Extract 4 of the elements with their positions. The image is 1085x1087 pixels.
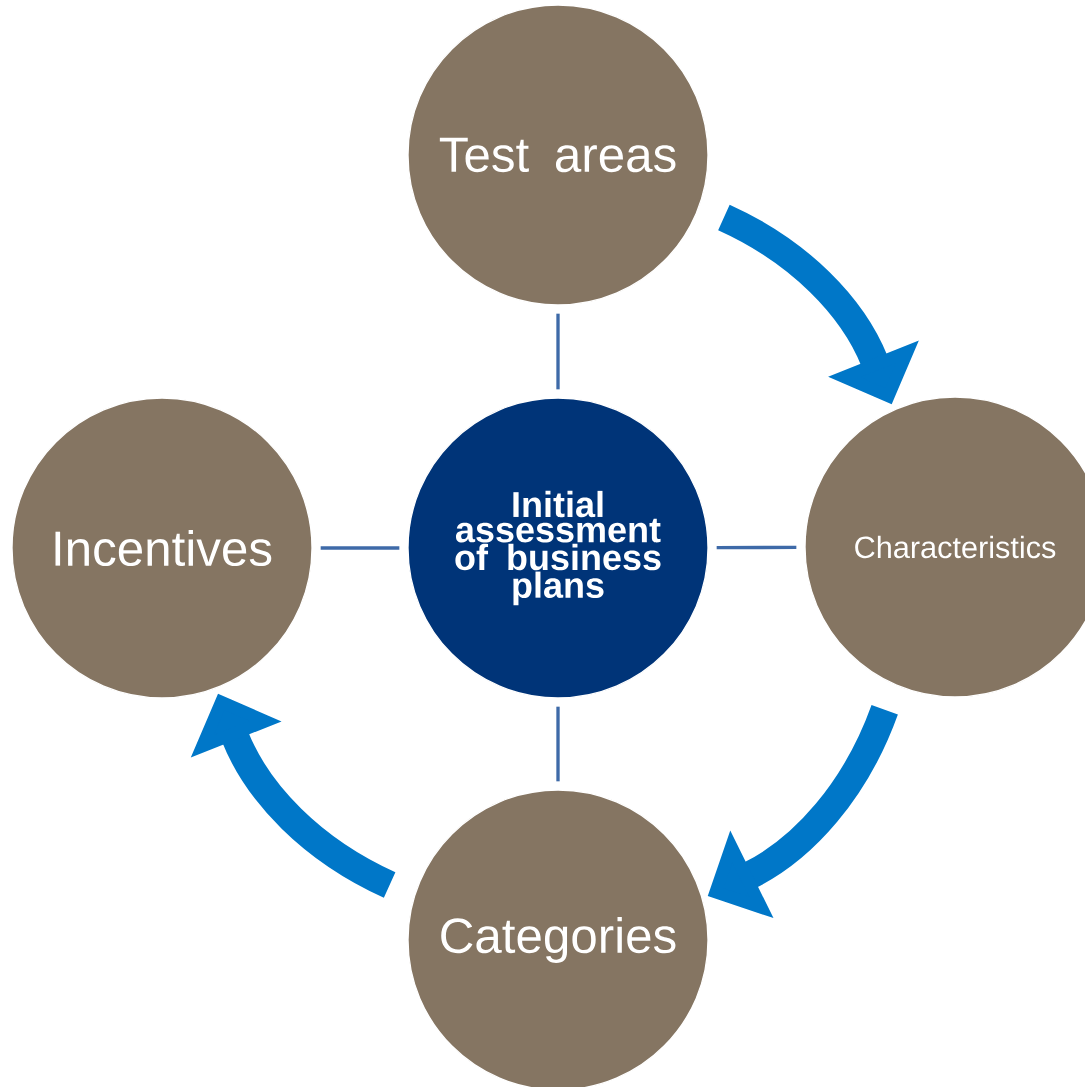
connector-line <box>716 545 797 550</box>
connector-line <box>320 546 400 550</box>
connector-line <box>556 706 560 782</box>
connector-line <box>556 313 560 390</box>
